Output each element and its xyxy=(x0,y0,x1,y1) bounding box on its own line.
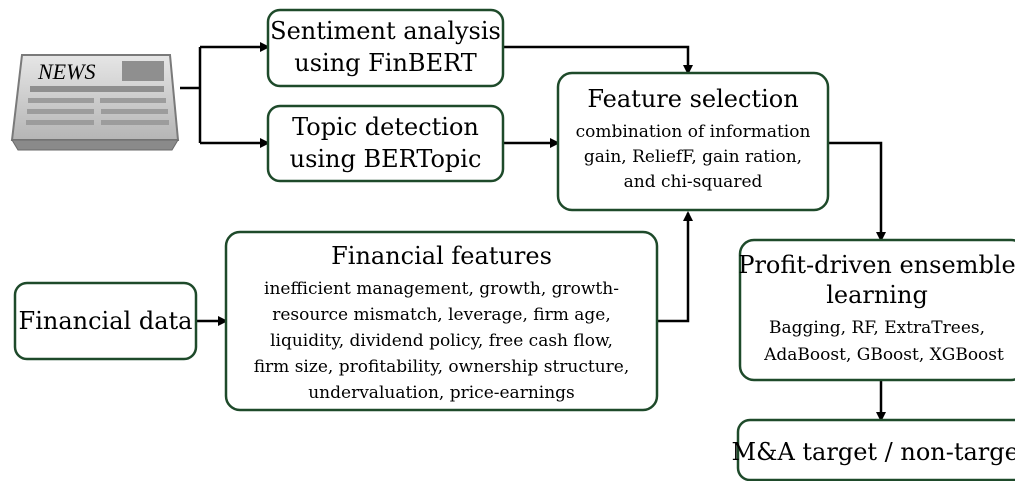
financial-features-line-2: resource mismatch, leverage, firm age, xyxy=(272,305,611,325)
sentiment-analysis-box: Sentiment analysis using FinBERT xyxy=(266,8,505,88)
financial-data-box: Financial data xyxy=(13,281,198,361)
feature-selection-line-3: and chi-squared xyxy=(624,172,763,192)
sentiment-line-2: using FinBERT xyxy=(294,49,477,77)
news-photo-block xyxy=(122,61,164,81)
ensemble-learning-box: Profit-driven ensemble learning Bagging,… xyxy=(738,238,1015,382)
financial-features-line-4: firm size, profitability, ownership stru… xyxy=(254,357,630,377)
news-label: NEWS xyxy=(37,59,95,84)
financial-features-line-1: inefficient management, growth, growth- xyxy=(264,279,619,299)
topic-line-1: Topic detection xyxy=(292,113,479,141)
connectors xyxy=(180,42,886,422)
output-box: M&A target / non-target xyxy=(732,418,1015,481)
feature-selection-line-1: combination of information xyxy=(576,122,811,142)
topic-line-2: using BERTopic xyxy=(290,145,482,173)
feature-selection-line-2: gain, ReliefF, gain ration, xyxy=(584,147,802,167)
arrow-selection-to-ensemble xyxy=(828,141,886,242)
financial-features-box: Financial features inefficient managemen… xyxy=(224,230,659,412)
sentiment-line-1: Sentiment analysis xyxy=(270,17,501,45)
feature-selection-box: Feature selection combination of informa… xyxy=(556,71,830,212)
financial-features-line-3: liquidity, dividend policy, free cash fl… xyxy=(270,331,613,351)
arrow-features-to-selection xyxy=(657,211,693,323)
newspaper-icon: NEWS xyxy=(10,54,180,151)
ensemble-line-2: AdaBoost, GBoost, XGBoost xyxy=(763,345,1004,365)
financial-features-line-5: undervaluation, price-earnings xyxy=(308,383,575,403)
financial-data-title: Financial data xyxy=(19,307,193,335)
arrow-sentiment-to-selection xyxy=(503,45,693,75)
ensemble-title-line-1: Profit-driven ensemble xyxy=(738,251,1015,279)
topic-detection-box: Topic detection using BERTopic xyxy=(266,104,505,183)
output-title: M&A target / non-target xyxy=(732,438,1015,466)
feature-selection-title: Feature selection xyxy=(587,85,798,113)
financial-features-title: Financial features xyxy=(331,242,552,270)
ensemble-line-1: Bagging, RF, ExtraTrees, xyxy=(769,318,985,338)
ensemble-title-line-2: learning xyxy=(826,281,928,309)
